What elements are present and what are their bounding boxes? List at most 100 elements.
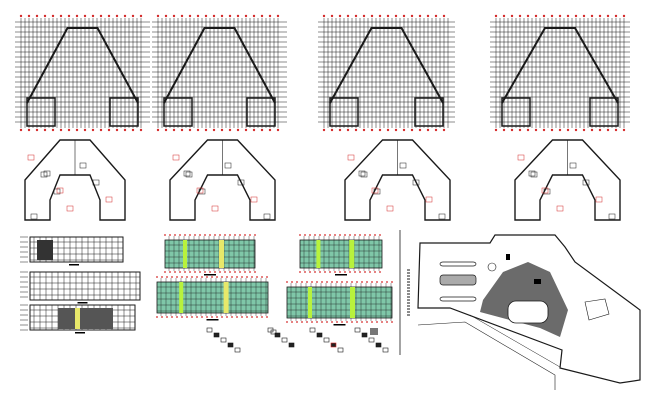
highlight-panel [349,240,355,268]
grid-bubble [194,271,196,273]
grid-bubble [359,234,361,236]
grid-bubble [209,234,211,236]
grid-bubble [534,14,538,18]
plan-outline [344,139,451,221]
grid-bubble [344,234,346,236]
building-outline [163,27,276,104]
grid-bubble [51,14,55,18]
room [582,179,590,186]
highlight-panel [219,240,224,268]
grid-bubble [186,276,188,278]
room [438,213,446,220]
grid-bubble [186,316,188,318]
grid-bubble [196,316,198,318]
grid-bubble [161,316,163,318]
grid-bubble [219,271,221,273]
grid-bubble [374,234,376,236]
site-marker [506,254,510,260]
grid-bubble [299,271,301,273]
room [250,196,258,203]
grid-bubble [366,281,368,283]
highlight-panel [179,282,184,313]
wing-outline [329,97,359,127]
floor-plan-3 [344,139,451,221]
grid-bubble [219,234,221,236]
grid-bubble [239,271,241,273]
grid-bubble [291,281,293,283]
building-footprint [480,262,568,337]
grid-bubble [179,234,181,236]
room [371,187,379,194]
grid-bubble [268,14,272,18]
grid-bubble [574,128,578,132]
grid-bubble [311,281,313,283]
room [412,179,420,186]
grid-bubble [156,128,160,132]
grid-bubble [236,276,238,278]
grid-bubble [426,128,430,132]
grid-bubble [381,281,383,283]
grid-bubble [229,234,231,236]
grid-bubble [379,234,381,236]
facade [286,286,393,319]
grid-bubble [228,128,232,132]
grid-bubble [371,281,373,283]
grid-bubble [351,321,353,323]
grid-bubble [321,281,323,283]
grid-bubble [174,271,176,273]
grid-bubble [75,14,79,18]
grid-bubble [251,316,253,318]
grid-bubble [534,128,538,132]
grid-bubble [510,128,514,132]
grid-bubble [83,14,87,18]
elevation-3 [20,304,136,334]
detail-element [281,337,288,343]
room [198,188,206,195]
room [56,187,64,194]
grid-plan-2 [152,14,287,132]
detail-element [274,332,281,338]
room [263,213,271,220]
grid-plan-1 [15,14,150,132]
grid-bubble [194,234,196,236]
room [43,170,51,177]
highlight [75,308,80,329]
grid-bubble [418,128,422,132]
grid-bubble [386,128,390,132]
grid-bubble [234,271,236,273]
grid-bubble [236,14,240,18]
grid-bubble [566,14,570,18]
room [237,179,245,186]
grid-bubble [115,128,119,132]
detail-element [220,337,227,343]
detail-1 [206,327,241,353]
room [425,196,433,203]
grid-bubble [19,128,23,132]
grid-bubble [91,14,95,18]
grid-bubble [330,14,334,18]
grid-bubble [254,234,256,236]
grid-bubble [344,271,346,273]
building-label-block [534,279,541,284]
grid-bubble [324,271,326,273]
grid-bubble [211,316,213,318]
grid-bubble [361,281,363,283]
grid-bubble [391,281,393,283]
grid-bubble [359,271,361,273]
room [541,187,549,194]
grid-bubble [35,14,39,18]
room [30,213,38,220]
grid-bubble [550,14,554,18]
grid-bubble [286,321,288,323]
detail-element [330,342,337,348]
grid-bubble [336,321,338,323]
grid-bubble [622,128,626,132]
grid-bubble [211,276,213,278]
plan-outline [169,139,276,221]
grid-bubble [83,128,87,132]
grid-bubble [558,128,562,132]
detail-element [354,327,361,333]
grid-bubble [241,316,243,318]
detail-swatch [370,328,378,335]
grid-bubble [51,128,55,132]
